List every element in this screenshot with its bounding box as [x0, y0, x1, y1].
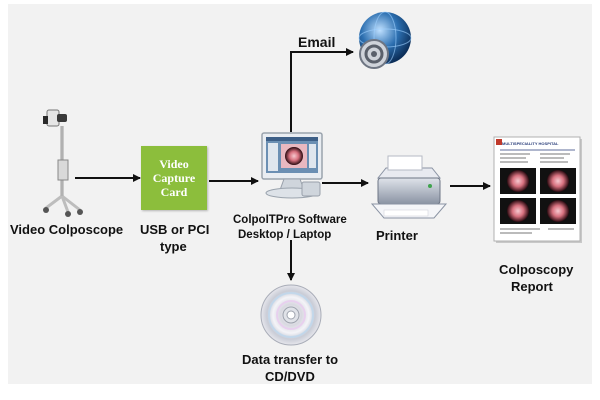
label-video-colposcope: Video Colposcope [10, 222, 124, 237]
report-document-icon [493, 136, 582, 243]
report-hospital-name: MULTISPECIALITY HOSPITAL [502, 141, 559, 146]
label-software: ColpoITPro Software [233, 214, 347, 226]
video-capture-card-label: Video Capture Card [152, 157, 196, 199]
computer-icon [261, 132, 323, 199]
label-usb-pci-type: type [160, 239, 187, 254]
colposcope-icon [43, 109, 83, 217]
label-report: Report [511, 279, 553, 294]
arrow-computer-to-email [290, 48, 354, 132]
label-printer: Printer [376, 228, 418, 243]
label-data-transfer: Data transfer to [242, 352, 339, 367]
printer-icon [370, 155, 448, 219]
globe-email-icon [358, 11, 412, 69]
label-cd-dvd: CD/DVD [265, 369, 315, 384]
label-colposcopy: Colposcopy [499, 262, 574, 277]
video-capture-card: Video Capture Card [141, 146, 207, 210]
label-usb-pci: USB or PCI [140, 222, 210, 237]
label-desktop-laptop: Desktop / Laptop [238, 229, 332, 241]
cd-dvd-icon [260, 284, 322, 346]
label-email: Email [298, 34, 336, 50]
